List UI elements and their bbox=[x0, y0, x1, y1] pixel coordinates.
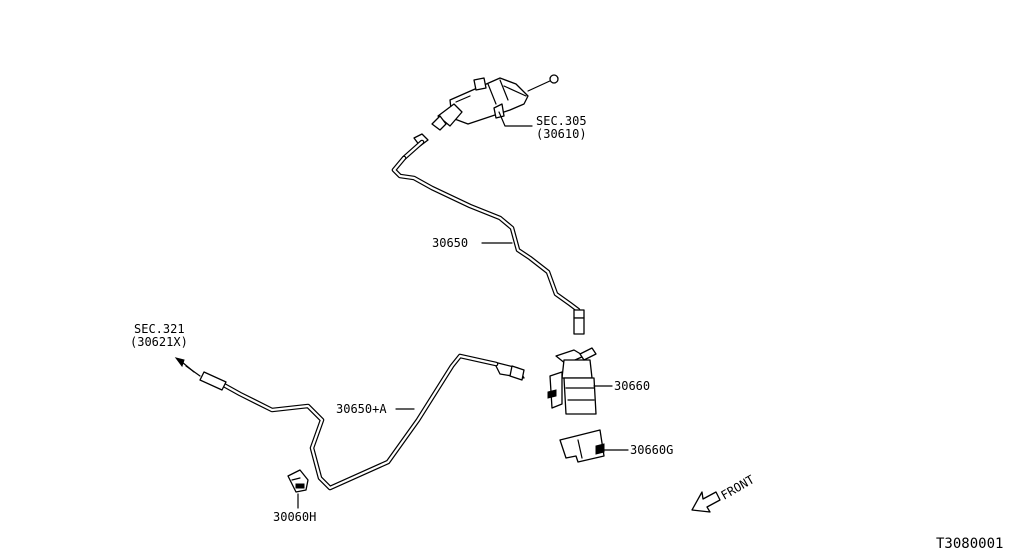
label-30650A: 30650+A bbox=[336, 402, 387, 416]
leader-sec305 bbox=[498, 111, 533, 127]
label-front: FRONT bbox=[719, 472, 757, 502]
tube-clip-30060H bbox=[287, 469, 309, 493]
label-sec305: SEC.305 bbox=[536, 114, 587, 128]
clutch-tube-30650A bbox=[174, 353, 525, 491]
label-30660G: 30660G bbox=[630, 443, 673, 457]
label-sec321-sub: (30621X) bbox=[130, 335, 188, 349]
label-sec305-sub: (30610) bbox=[536, 127, 587, 141]
front-arrow-icon bbox=[691, 491, 721, 513]
master-cylinder bbox=[431, 74, 559, 131]
clutch-pipe-30650 bbox=[391, 133, 585, 335]
clutch-damper-30660 bbox=[547, 347, 597, 415]
drawing-id: T3080001 bbox=[936, 536, 1003, 552]
label-30650: 30650 bbox=[432, 236, 468, 250]
damper-bracket-30660G bbox=[559, 429, 605, 463]
label-30660: 30660 bbox=[614, 379, 650, 393]
label-sec321: SEC.321 bbox=[134, 322, 185, 336]
label-30060H: 30060H bbox=[273, 510, 316, 524]
